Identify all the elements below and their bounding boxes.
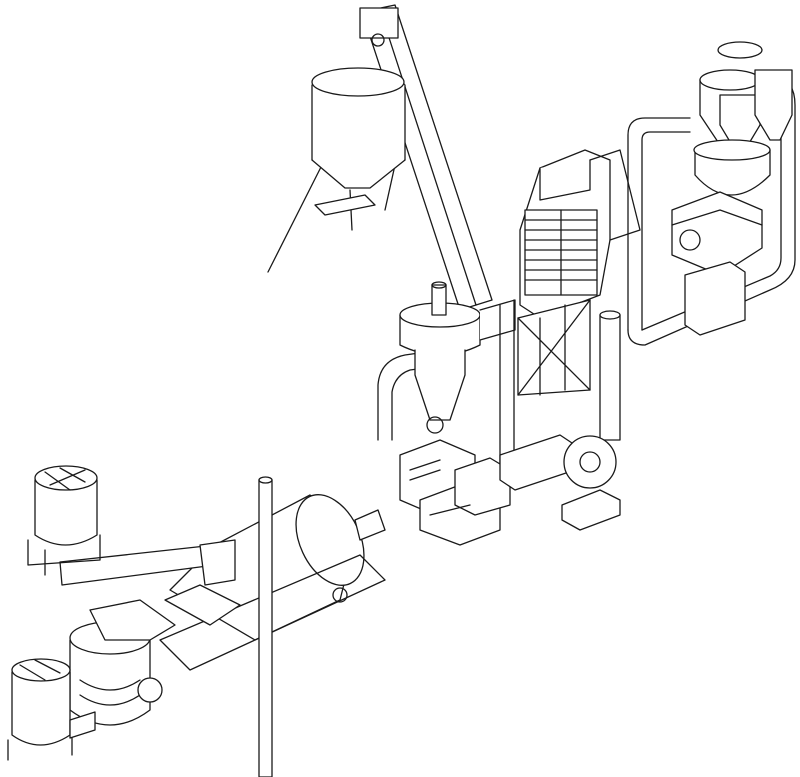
- pellet-mill-unit: [671, 41, 793, 336]
- exhaust-fan: [499, 310, 621, 531]
- air-duct-loop: [627, 74, 796, 346]
- pellet-cooler: [517, 149, 641, 396]
- chimney-pole: [258, 476, 273, 777]
- cyclone-separator: [377, 281, 516, 471]
- feed-bin-upper: [27, 465, 101, 576]
- screw-conveyor: [59, 539, 236, 586]
- hot-air-furnace: [69, 599, 176, 726]
- feed-bin-lower: [7, 658, 96, 761]
- storage-silo: [267, 67, 406, 273]
- hammer-mills: [399, 416, 511, 546]
